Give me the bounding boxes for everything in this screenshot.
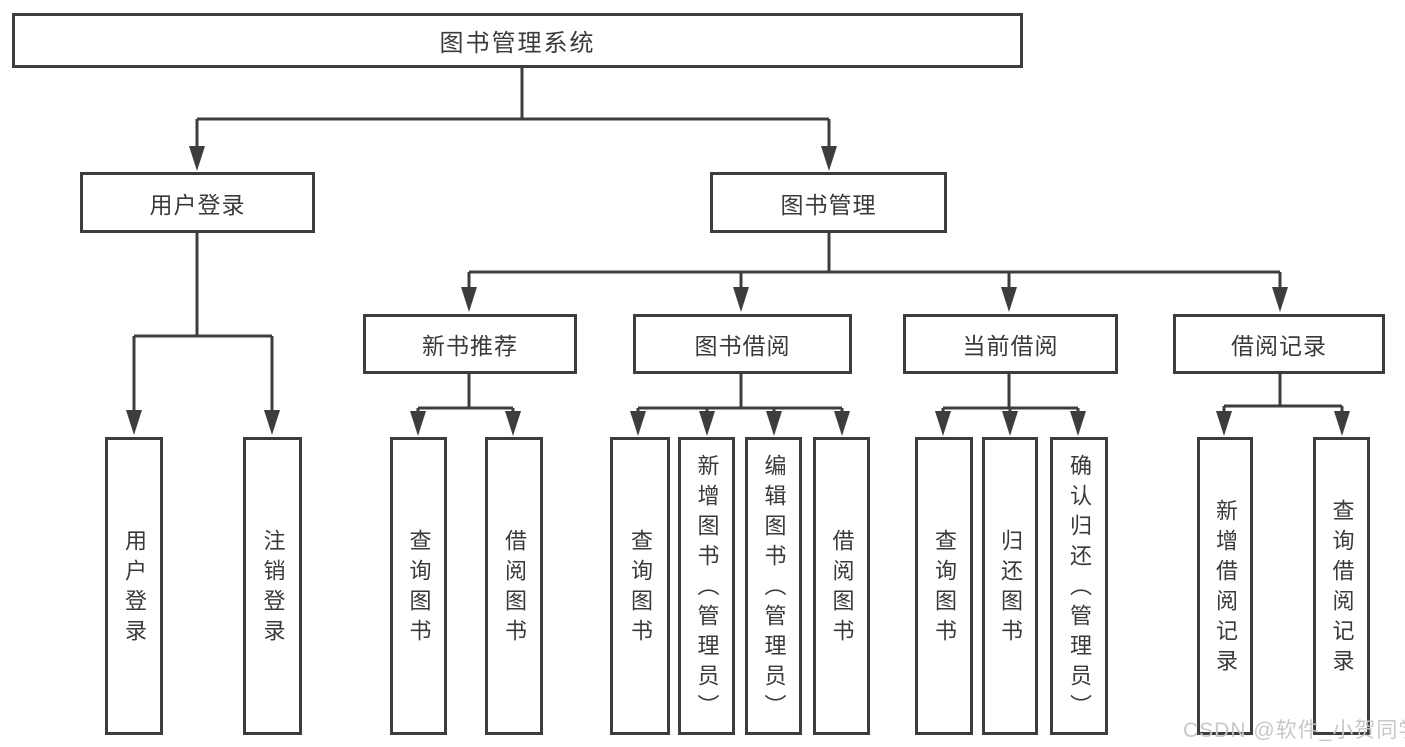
leaf-query-books-current: 查询图书 [915, 437, 973, 735]
leaf-logout: 注销登录 [243, 437, 302, 735]
leaf-add-borrow-record: 新增借阅记录 [1197, 437, 1253, 735]
connector-book-borrow [636, 374, 844, 414]
leaf-borrow-books: 借阅图书 [813, 437, 870, 735]
node-borrow-records: 借阅记录 [1173, 314, 1385, 374]
connector-root [195, 67, 831, 150]
csdn-watermark: CSDN @软件_小贺同学 [1183, 719, 1405, 742]
leaf-borrow-books-recommend: 借阅图书 [485, 437, 543, 735]
node-book-borrow: 图书借阅 [633, 314, 852, 374]
leaf-query-books-borrow: 查询图书 [610, 437, 670, 735]
leaf-edit-book-admin: 编辑图书（管理员） [745, 437, 802, 735]
leaf-return-books: 归还图书 [982, 437, 1038, 735]
leaf-user-login: 用户登录 [105, 437, 163, 735]
leaf-confirm-return-admin: 确认归还（管理员） [1050, 437, 1108, 735]
node-new-book-recommend: 新书推荐 [363, 314, 577, 374]
leaf-add-book-admin: 新增图书（管理员） [678, 437, 735, 735]
node-user-login: 用户登录 [80, 172, 315, 233]
connector-borrow-records [1222, 374, 1344, 414]
connector-current-borrow [941, 374, 1080, 414]
leaf-query-borrow-record: 查询借阅记录 [1313, 437, 1370, 735]
node-current-borrow: 当前借阅 [903, 314, 1118, 374]
connector-book-mgmt [467, 233, 1282, 291]
connector-user-login [132, 233, 274, 414]
node-book-management: 图书管理 [710, 172, 947, 233]
node-root: 图书管理系统 [12, 13, 1023, 68]
connector-new-book [416, 374, 515, 414]
leaf-query-books-recommend: 查询图书 [390, 437, 447, 735]
